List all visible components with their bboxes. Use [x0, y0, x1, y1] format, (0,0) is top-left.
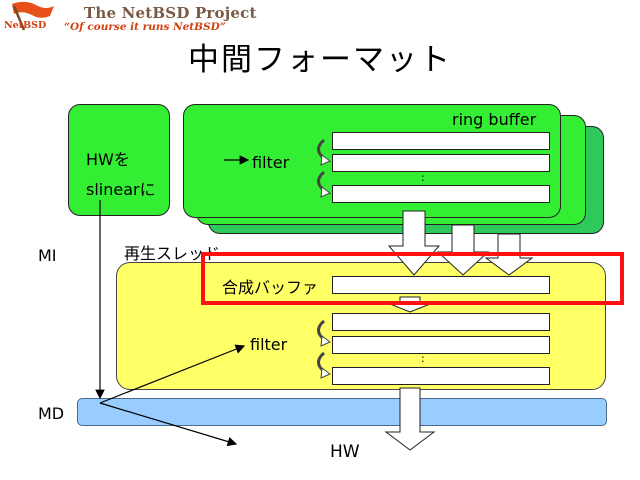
- thread-filter-label: filter: [250, 335, 288, 354]
- mi-layer-label: MI: [38, 246, 57, 265]
- hw-output-label: HW: [330, 442, 360, 462]
- mix-buffer-slot: [332, 276, 550, 294]
- thread-buffer-slot-2: [332, 336, 550, 354]
- project-name: The NetBSD Project: [84, 4, 257, 22]
- hw-box-line1: HWを: [86, 150, 130, 169]
- ring-buffer-slot-2: [332, 154, 550, 172]
- ring-buffer-slot-3: [332, 185, 550, 203]
- thread-to-hw-arrow: [384, 387, 436, 451]
- ring-to-mix-arrow-2: [436, 224, 490, 276]
- hw-box-line2: slinearに: [86, 180, 156, 199]
- md-layer-bar: [77, 398, 607, 426]
- logo-wordmark: NetBSD: [4, 20, 47, 31]
- thread-buffer-slot-3: [332, 367, 550, 385]
- md-to-hw-arrow: [99, 402, 238, 447]
- thread-buffer-slot-1: [332, 313, 550, 331]
- ring-buffer-slot-1: [332, 132, 550, 150]
- ring-filter-label: filter: [252, 153, 290, 172]
- md-to-filter-arrow: [99, 344, 246, 404]
- slide-title: 中間フォーマット: [188, 42, 452, 78]
- mix-buffer-highlight: [201, 252, 624, 305]
- ring-to-mix-arrow-1: [387, 210, 441, 276]
- netbsd-flag-logo: [12, 1, 54, 31]
- playback-thread-label: 再生スレッド: [124, 244, 221, 263]
- ring-buffer-label: ring buffer: [452, 110, 537, 129]
- hw-to-slinear-box: [68, 104, 170, 216]
- thread-buffer-ellipsis: :: [421, 352, 425, 365]
- mix-buffer-label: 合成バッファ: [222, 278, 319, 297]
- md-layer-label: MD: [38, 404, 65, 423]
- ring-buffer-ellipsis: :: [421, 171, 425, 184]
- project-tagline: “Of course it runs NetBSD”: [64, 21, 226, 33]
